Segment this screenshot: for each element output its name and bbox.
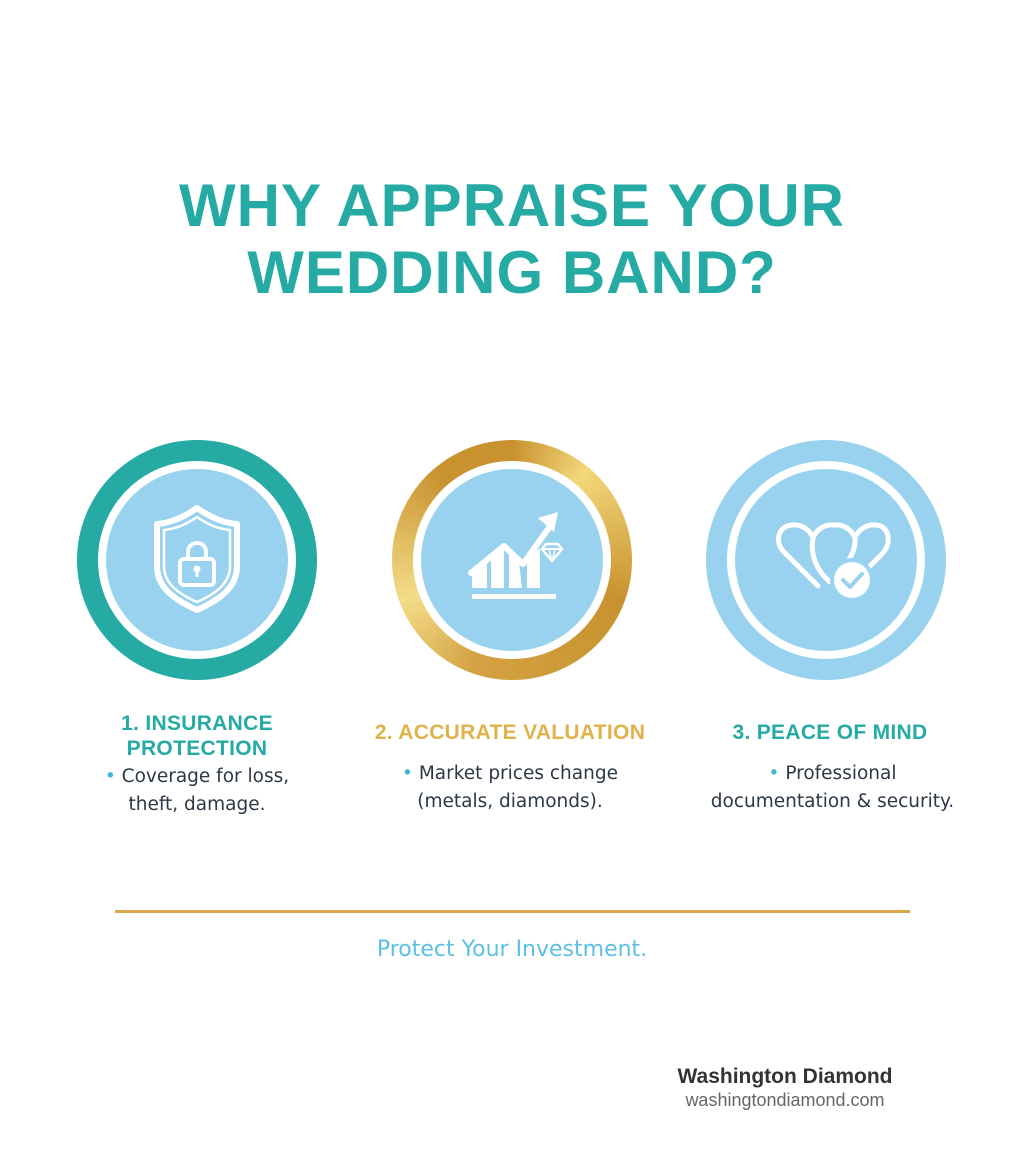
bullet-icon: •: [768, 763, 780, 784]
title-line-1: WHY APPRAISE YOUR: [178, 172, 845, 239]
brand-name: Washington Diamond: [677, 1065, 893, 1088]
bullet-icon: •: [402, 763, 413, 784]
title-line-2: WEDDING BAND?: [247, 239, 777, 306]
insurance-protection-badge: [77, 440, 317, 680]
shield-lock-icon: [154, 505, 240, 613]
bullet-icon: •: [104, 766, 116, 787]
heading-accurate-valuation: 2. ACCURATE VALUATION: [374, 721, 646, 744]
gold-divider: [115, 910, 910, 913]
desc-peace-of-mind: • Professional documentation & security.: [710, 763, 955, 812]
desc-insurance-protection: • Coverage for loss, theft, damage.: [104, 766, 290, 815]
desc-accurate-valuation: • Market prices change (metals, diamonds…: [402, 763, 618, 812]
brand-url[interactable]: washingtondiamond.com: [685, 1090, 885, 1110]
page-title: WHY APPRAISE YOUR WEDDING BAND?: [0, 172, 1024, 306]
accurate-valuation-badge: [392, 440, 632, 680]
heading-insurance-protection: 1. INSURANCE PROTECTION: [121, 712, 273, 760]
heading-peace-of-mind: 3. PEACE OF MIND: [732, 721, 928, 744]
peace-of-mind-badge: [706, 440, 946, 680]
hearts-check-icon: [775, 522, 891, 602]
growth-chart-diamond-icon: [468, 512, 564, 599]
tagline: Protect Your Investment.: [376, 937, 648, 962]
